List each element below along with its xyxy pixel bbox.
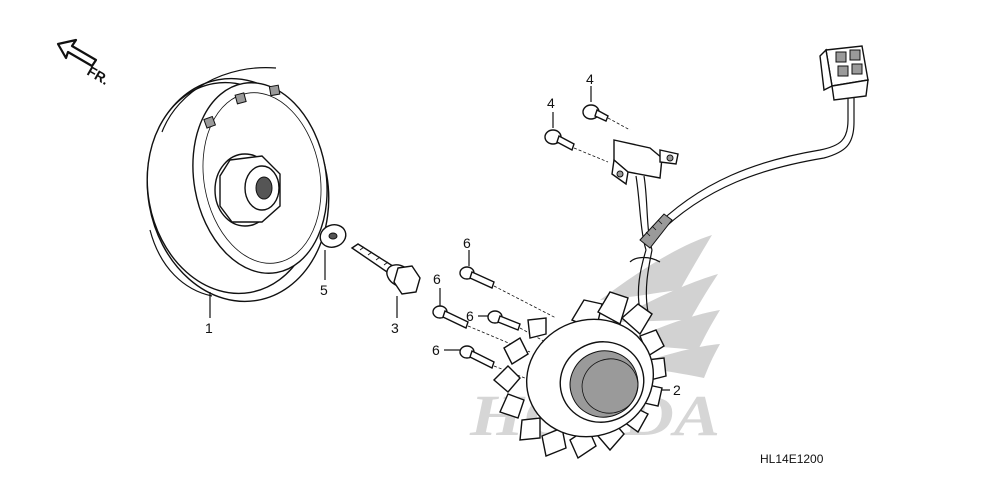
callout-1: 1 <box>205 320 213 336</box>
callout-6-b: 6 <box>433 271 441 287</box>
flange-bolt-part-3: 3 <box>350 243 421 336</box>
callout-6-a: 6 <box>463 235 471 251</box>
washer-part-5: 5 <box>319 224 347 298</box>
callout-3: 3 <box>391 320 399 336</box>
callout-2: 2 <box>673 382 681 398</box>
callout-6-c: 6 <box>466 308 474 324</box>
stator-bolt-part-6-a: 6 <box>459 235 495 289</box>
front-direction-arrow-icon: FR. <box>56 38 113 88</box>
callout-4-lower: 4 <box>547 95 555 111</box>
harness-connector <box>819 45 869 101</box>
callout-4-upper: 4 <box>586 71 594 87</box>
callout-5: 5 <box>320 282 328 298</box>
stator-part-2: 2 <box>492 291 681 460</box>
front-direction-label: FR. <box>85 63 113 88</box>
pulse-generator <box>611 139 679 186</box>
stator-bolt-part-6-c: 6 <box>466 308 521 331</box>
flywheel-part-1: 1 <box>146 67 330 336</box>
diagram-code: HL14E1200 <box>760 452 824 466</box>
screw-part-4-lower: 4 <box>544 95 575 152</box>
stator-bolt-part-6-d: 6 <box>432 342 495 369</box>
stator-bolt-part-6-b: 6 <box>432 271 469 329</box>
screw-part-4-upper: 4 <box>582 71 609 122</box>
callout-6-d: 6 <box>432 342 440 358</box>
wiring-harness <box>629 88 855 313</box>
